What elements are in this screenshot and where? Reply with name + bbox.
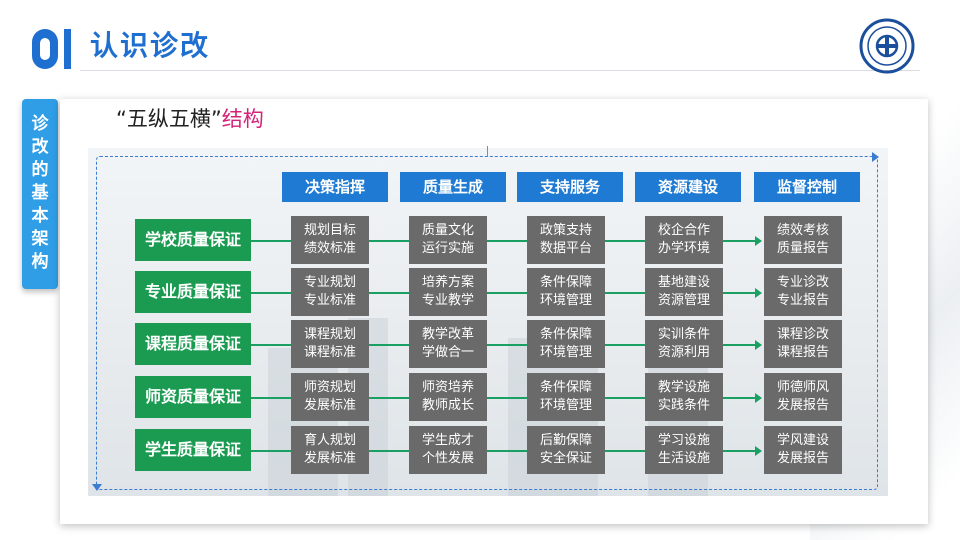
column-header-decision: 决策指挥 xyxy=(282,172,388,202)
row-header-major: 专业质量保证 xyxy=(135,271,251,313)
grid-cell: 条件保障环境管理 xyxy=(527,268,605,316)
column-header-support: 支持服务 xyxy=(517,172,623,202)
section-number-bar xyxy=(64,29,71,69)
side-section-tab: 诊改的基本架构 xyxy=(22,99,58,289)
grid-cell: 育人规划发展标准 xyxy=(291,426,369,474)
grid-cell: 教学设施实践条件 xyxy=(645,373,723,421)
grid-cell: 条件保障环境管理 xyxy=(527,373,605,421)
grid-cell: 实训条件资源利用 xyxy=(645,320,723,368)
grid-cell: 专业规划专业标准 xyxy=(291,268,369,316)
header-divider xyxy=(80,70,920,71)
structure-title-accent: 结构 xyxy=(222,107,264,131)
frame-connector xyxy=(487,146,488,156)
column-header-supervision: 监督控制 xyxy=(754,172,860,202)
grid-cell: 课程诊改课程报告 xyxy=(764,320,842,368)
row-header-teacher: 师资质量保证 xyxy=(135,376,251,418)
grid-cell: 教学改革学做合一 xyxy=(409,320,487,368)
row-arrow-icon xyxy=(755,288,762,298)
grid-cell: 师资培养教师成长 xyxy=(409,373,487,421)
row-header-school: 学校质量保证 xyxy=(135,219,251,261)
row-arrow-icon xyxy=(755,236,762,246)
grid-cell: 学生成才个性发展 xyxy=(409,426,487,474)
grid-cell: 条件保障环境管理 xyxy=(527,320,605,368)
side-section-label: 诊改的基本架构 xyxy=(30,113,50,274)
grid-cell: 质量文化运行实施 xyxy=(409,216,487,264)
row-arrow-icon xyxy=(755,393,762,403)
grid-cell: 师资规划发展标准 xyxy=(291,373,369,421)
grid-cell: 校企合作办学环境 xyxy=(645,216,723,264)
grid-cell: 学风建设发展报告 xyxy=(764,426,842,474)
grid-cell: 绩效考核质量报告 xyxy=(764,216,842,264)
grid-cell: 后勤保障安全保证 xyxy=(527,426,605,474)
grid-cell: 基地建设资源管理 xyxy=(645,268,723,316)
grid-cell: 培养方案专业教学 xyxy=(409,268,487,316)
row-header-student: 学生质量保证 xyxy=(135,429,251,471)
school-emblem-icon xyxy=(852,16,922,76)
grid-cell: 学习设施生活设施 xyxy=(645,426,723,474)
grid-cell: 专业诊改专业报告 xyxy=(764,268,842,316)
row-header-course: 课程质量保证 xyxy=(135,323,251,365)
grid-cell: 师德师风发展报告 xyxy=(764,373,842,421)
grid-cell: 政策支持数据平台 xyxy=(527,216,605,264)
section-number-digit xyxy=(32,29,58,69)
frame-arrow-down-icon xyxy=(92,484,102,491)
page-title: 认识诊改 xyxy=(90,24,210,68)
structure-title: “五纵五横”结构 xyxy=(116,104,264,134)
grid-cell: 规划目标绩效标准 xyxy=(291,216,369,264)
frame-arrow-right-icon xyxy=(872,152,879,162)
structure-title-quote: “五纵五横” xyxy=(116,107,222,131)
column-header-quality: 质量生成 xyxy=(400,172,506,202)
grid-cell: 课程规划课程标准 xyxy=(291,320,369,368)
row-arrow-icon xyxy=(755,446,762,456)
column-header-resource: 资源建设 xyxy=(635,172,741,202)
section-number xyxy=(30,25,74,71)
row-arrow-icon xyxy=(755,340,762,350)
